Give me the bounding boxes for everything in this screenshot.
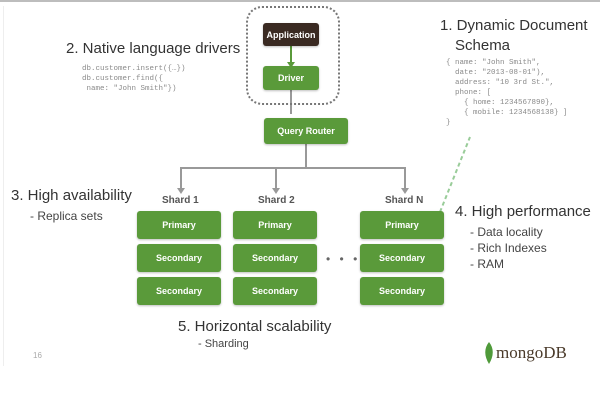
shard1-secondary: Secondary — [137, 244, 221, 272]
app-driver-group — [246, 6, 340, 105]
heading-high-performance: 4. High performance — [455, 203, 591, 220]
shard2-secondary: Secondary — [233, 277, 317, 305]
shard1-secondary: Secondary — [137, 277, 221, 305]
subpoint-data-locality: - Data locality — [470, 225, 543, 239]
heading-dynamic-schema: 1. Dynamic Document — [440, 17, 588, 34]
shard-label: Shard 1 — [162, 195, 199, 206]
subpoint-rich-indexes: - Rich Indexes — [470, 241, 547, 255]
subpoint-replica-sets: - Replica sets — [30, 209, 103, 223]
driver-code: db.customer.insert({…})db.customer.find(… — [82, 65, 186, 93]
heading-high-availability: 3. High availability — [11, 187, 132, 204]
heading-horizontal-scalability: 5. Horizontal scalability — [178, 318, 332, 335]
shard2-primary: Primary — [233, 211, 317, 239]
shardN-secondary: Secondary — [360, 244, 444, 272]
connector-lines — [177, 46, 471, 213]
application-node: Application — [263, 23, 319, 46]
schema-link — [439, 136, 471, 213]
page-number: 16 — [33, 351, 42, 360]
shardN-secondary: Secondary — [360, 277, 444, 305]
heading-dynamic-schema-2: Schema — [455, 37, 511, 54]
shard-label: Shard N — [385, 195, 424, 206]
schema-code: { name: "John Smith", date: "2013-08-01"… — [446, 59, 568, 127]
subpoint-sharding: - Sharding — [198, 338, 249, 350]
slide-edge — [3, 6, 4, 366]
slide: Application Driver Query Router Shard 1 … — [0, 0, 600, 366]
shard2-secondary: Secondary — [233, 244, 317, 272]
subpoint-ram: - RAM — [470, 257, 504, 271]
leaf-icon — [485, 342, 493, 364]
more-shards-ellipsis: • • • — [326, 252, 361, 266]
shard1-primary: Primary — [137, 211, 221, 239]
heading-native-drivers: 2. Native language drivers — [66, 40, 241, 57]
mongodb-logo: mongoDB — [484, 342, 567, 364]
logo-text: mongoDB — [496, 343, 567, 362]
shardN-primary: Primary — [360, 211, 444, 239]
shard-bus — [180, 167, 406, 190]
driver-node: Driver — [263, 66, 319, 90]
query-router-node: Query Router — [264, 118, 348, 144]
shard-label: Shard 2 — [258, 195, 295, 206]
